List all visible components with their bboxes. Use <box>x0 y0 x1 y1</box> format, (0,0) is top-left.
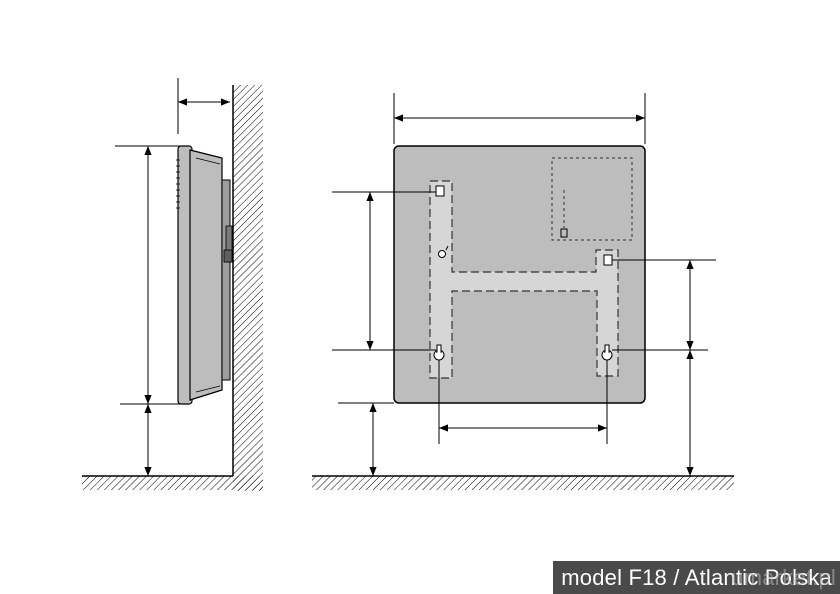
floor-hatch-left <box>82 476 263 490</box>
left-hole-spacing-dimension <box>332 191 436 351</box>
side-depth-dimension <box>177 78 230 134</box>
top-right-slot <box>603 254 613 266</box>
control-box-outline <box>551 157 633 241</box>
top-left-slot <box>435 185 445 197</box>
keyhole-left <box>433 344 445 361</box>
keyhole-right <box>601 344 613 361</box>
mounting-bracket <box>429 180 619 379</box>
bracket-screw <box>438 250 446 258</box>
side-view <box>82 78 263 491</box>
wall-hatch <box>233 85 263 491</box>
caption-text: model F18 / Atlantic Polska <box>561 565 832 590</box>
floor-hatch-right <box>312 476 734 490</box>
side-height-dimension <box>115 145 180 405</box>
panel-floor-clearance-dimension <box>338 402 394 476</box>
model-caption: model F18 / Atlantic Polska umarket.pl <box>553 561 840 594</box>
panel-width-dimension <box>393 93 646 144</box>
heater-side-profile <box>176 145 233 405</box>
back-view <box>312 93 734 490</box>
keyhole-spacing-dimension <box>438 360 608 444</box>
